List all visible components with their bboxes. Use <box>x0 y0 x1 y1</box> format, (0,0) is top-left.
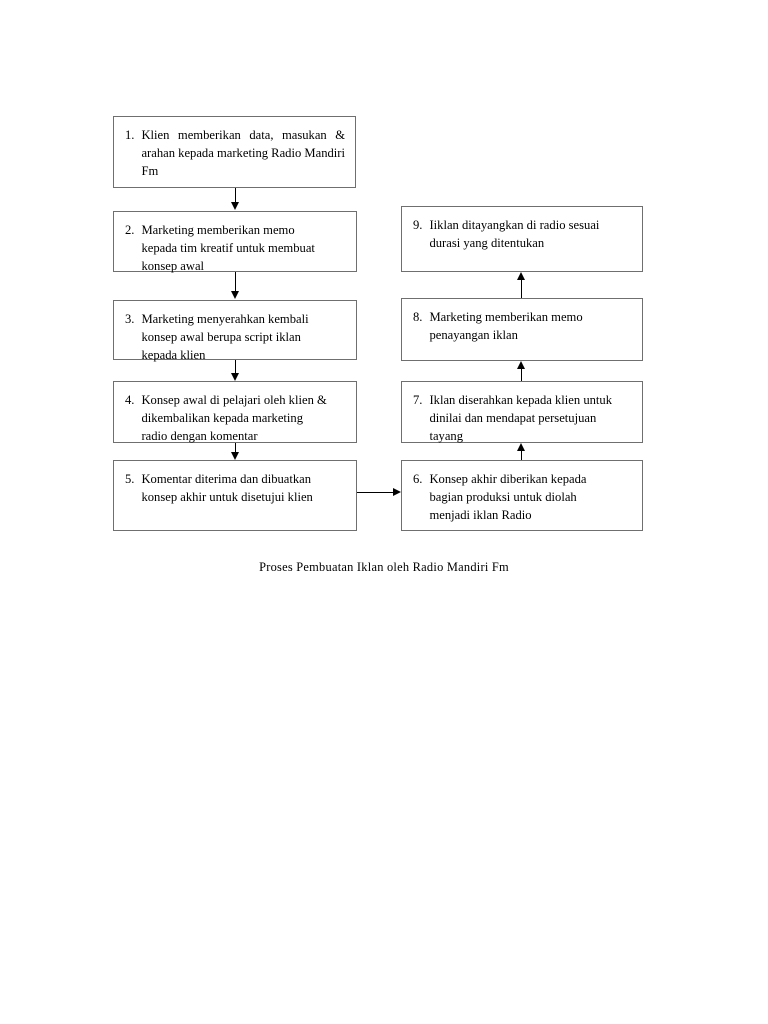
flow-node-7-content: 7. Iklan diserahkan kepada klien untuk d… <box>413 391 632 446</box>
connector-5-to-6-arrowhead <box>393 487 401 496</box>
flow-node-4-text: Konsep awal di pelajari oleh klien & dik… <box>141 393 327 444</box>
connector-1-to-2-arrowhead <box>230 202 239 210</box>
connector-7-to-8-line <box>521 369 522 381</box>
flow-node-1-content: 1. Klien memberikan data, masukan & arah… <box>125 126 345 181</box>
flow-node-3-number: 3. <box>125 312 135 326</box>
connector-7-to-8-arrowhead <box>516 361 525 369</box>
flow-node-4-number: 4. <box>125 393 135 407</box>
connector-1-to-2-line <box>235 188 236 203</box>
connector-4-to-5-arrowhead <box>230 452 239 460</box>
connector-5-to-6-line <box>357 492 393 493</box>
flow-node-2[interactable]: 2. Marketing memberikan memo kepada tim … <box>113 211 357 273</box>
flow-node-7-number: 7. <box>413 393 423 407</box>
flow-node-6-number: 6. <box>413 472 423 486</box>
flow-node-6[interactable]: 6. Konsep akhir diberikan kepada bagian … <box>401 460 643 531</box>
flow-node-1[interactable]: 1. Klien memberikan data, masukan & arah… <box>113 116 356 188</box>
flow-node-8[interactable]: 8. Marketing memberikan memo penayangan … <box>401 298 643 361</box>
connector-2-to-3-arrowhead <box>230 291 239 299</box>
flow-node-2-text: Marketing memberikan memo kepada tim kre… <box>141 223 315 274</box>
connector-6-to-7-line <box>521 451 522 460</box>
flow-node-1-number: 1. <box>125 128 135 142</box>
connector-8-to-9-line <box>521 280 522 298</box>
flow-node-8-content: 8. Marketing memberikan memo penayangan … <box>413 308 632 344</box>
flow-node-4[interactable]: 4. Konsep awal di pelajari oleh klien & … <box>113 381 357 443</box>
flow-node-5[interactable]: 5. Komentar diterima dan dibuatkan konse… <box>113 460 357 531</box>
flow-node-4-content: 4. Konsep awal di pelajari oleh klien & … <box>125 391 346 446</box>
flow-node-8-text: Marketing memberikan memo penayangan ikl… <box>429 310 583 343</box>
connector-4-to-5-line <box>235 443 236 452</box>
flow-node-7-text: Iklan diserahkan kepada klien untuk dini… <box>429 393 613 444</box>
flow-node-7[interactable]: 7. Iklan diserahkan kepada klien untuk d… <box>401 381 643 443</box>
flow-node-3-text: Marketing menyerahkan kembali konsep awa… <box>141 312 309 363</box>
flow-node-6-text: Konsep akhir diberikan kepada bagian pro… <box>429 472 587 523</box>
diagram-caption: Proses Pembuatan Iklan oleh Radio Mandir… <box>259 560 509 574</box>
flow-node-2-number: 2. <box>125 223 135 237</box>
connector-3-to-4-arrowhead <box>230 373 239 381</box>
connector-3-to-4-line <box>235 360 236 373</box>
flow-node-3-content: 3. Marketing menyerahkan kembali konsep … <box>125 310 346 365</box>
flow-node-1-text: Klien memberikan data, masukan & arahan … <box>141 128 345 179</box>
flow-node-3[interactable]: 3. Marketing menyerahkan kembali konsep … <box>113 300 357 362</box>
flow-node-9-text: Iiklan ditayangkan di radio sesuai duras… <box>429 218 600 251</box>
flow-node-5-text: Komentar diterima dan dibuatkan konsep a… <box>141 472 313 505</box>
flow-node-8-number: 8. <box>413 310 423 324</box>
connector-2-to-3-line <box>235 272 236 291</box>
flow-node-9[interactable]: 9. Iiklan ditayangkan di radio sesuai du… <box>401 206 643 272</box>
connector-8-to-9-arrowhead <box>516 272 525 280</box>
flow-node-9-content: 9. Iiklan ditayangkan di radio sesuai du… <box>413 216 632 252</box>
flow-node-5-content: 5. Komentar diterima dan dibuatkan konse… <box>125 470 346 506</box>
flow-node-9-number: 9. <box>413 218 423 232</box>
flow-node-2-content: 2. Marketing memberikan memo kepada tim … <box>125 221 346 276</box>
flow-node-6-content: 6. Konsep akhir diberikan kepada bagian … <box>413 470 632 525</box>
connector-6-to-7-arrowhead <box>516 443 525 451</box>
flow-node-5-number: 5. <box>125 472 135 486</box>
